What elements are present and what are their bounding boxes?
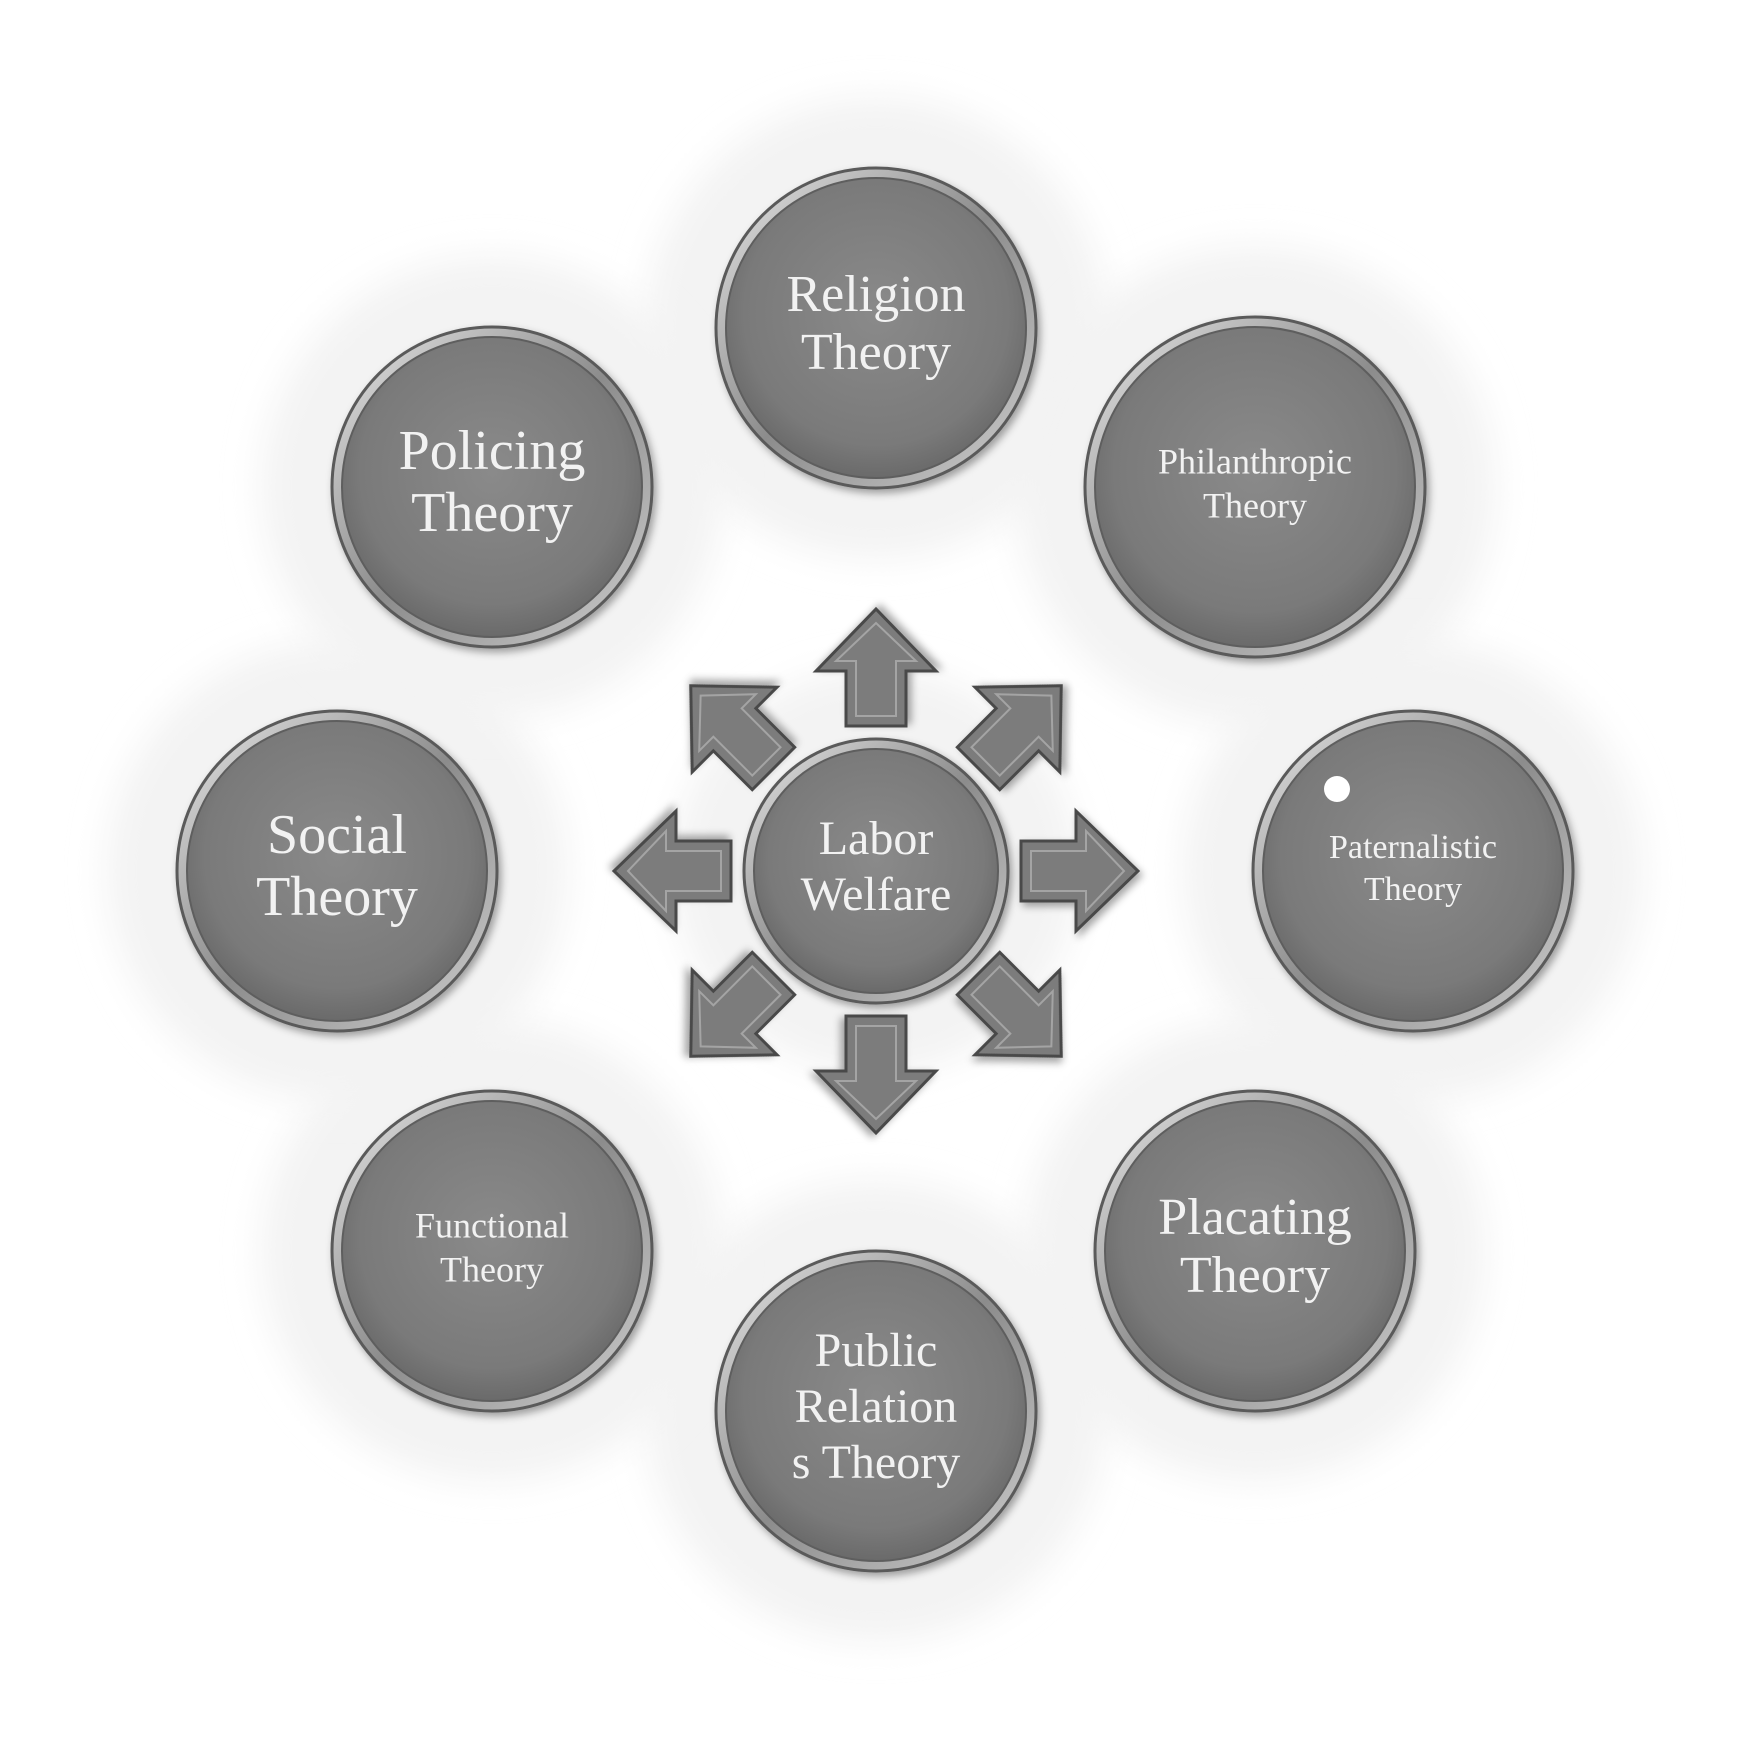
node-body	[725, 1260, 1027, 1562]
node-label: Relation	[795, 1380, 958, 1433]
arrow-bevel	[626, 828, 722, 914]
arrow-down-left	[689, 950, 797, 1058]
arrow-bevel	[833, 621, 919, 717]
node-body	[1094, 326, 1416, 648]
arrow-shape	[955, 684, 1063, 792]
arrow-shape	[1019, 807, 1141, 935]
node-label: Labor	[819, 812, 934, 865]
arrow-group	[611, 606, 1141, 1136]
node-label: Policing	[399, 420, 586, 482]
arrow-up-left	[689, 684, 797, 792]
node-label: Theory	[411, 482, 573, 544]
arrow-right	[1019, 807, 1141, 935]
arrow-shape	[812, 1014, 940, 1136]
node-label: Social	[267, 804, 407, 866]
node-label: Functional	[415, 1205, 569, 1245]
arrow-bevel	[698, 693, 782, 777]
node-label: Welfare	[801, 868, 952, 921]
node-group: ReligionTheoryPhilanthropicTheoryPaterna…	[175, 166, 1575, 1573]
node-body	[1104, 1100, 1406, 1402]
node-label: Religion	[786, 266, 965, 323]
node-body	[186, 720, 488, 1022]
arrow-shape	[812, 606, 940, 728]
node-label: Theory	[1180, 1247, 1330, 1304]
node-label: Philanthropic	[1158, 441, 1352, 481]
node-label: Theory	[256, 866, 418, 928]
arrow-bevel	[698, 965, 782, 1049]
arrow-down-right	[955, 950, 1063, 1058]
highlight-dot	[1324, 776, 1350, 802]
arrow-up	[812, 606, 940, 728]
node-body	[753, 748, 999, 994]
arrow-shape	[955, 950, 1063, 1058]
arrow-bevel	[833, 1025, 919, 1121]
node-label: Public	[815, 1324, 938, 1377]
node-label: s Theory	[792, 1436, 960, 1489]
node-label: Theory	[1364, 871, 1462, 908]
arrow-up-right	[955, 684, 1063, 792]
node-label: Paternalistic	[1329, 829, 1497, 866]
node-label: Theory	[440, 1249, 544, 1289]
arrow-shape	[611, 807, 733, 935]
arrow-shape	[689, 684, 797, 792]
arrow-bevel	[970, 693, 1054, 777]
arrow-down	[812, 1014, 940, 1136]
node-label: Theory	[801, 324, 951, 381]
node-body	[341, 336, 643, 638]
arrow-shape	[689, 950, 797, 1058]
arrow-bevel	[970, 965, 1054, 1049]
arrow-bevel	[1030, 828, 1126, 914]
node-label: Placating	[1158, 1189, 1352, 1246]
node-body	[341, 1100, 643, 1402]
node-label: Theory	[1203, 485, 1307, 525]
arrow-left	[611, 807, 733, 935]
node-body	[725, 177, 1027, 479]
